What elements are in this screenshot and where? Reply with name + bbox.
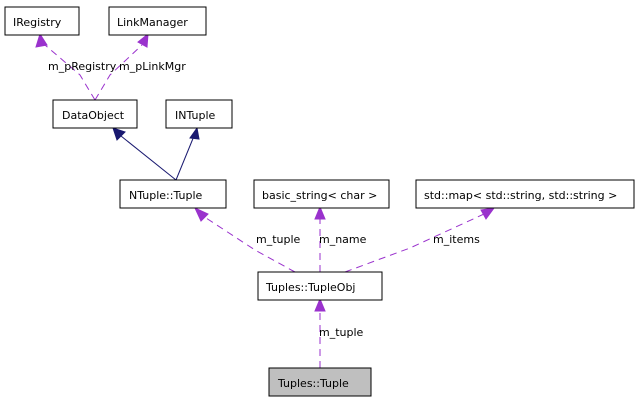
edge-basicstring-tupleobj (314, 205, 326, 272)
edge-ntuple-tupleobj (193, 206, 296, 273)
node-ntuple-tuple[interactable]: NTuple::Tuple (119, 179, 227, 209)
node-intuple-label: INTuple (175, 109, 216, 122)
node-ntuple-tuple-label: NTuple::Tuple (129, 189, 203, 202)
node-dataobject[interactable]: DataObject (52, 99, 138, 129)
edge-label-m-tuple-ntuple: m_tuple (256, 233, 301, 246)
node-intuple[interactable]: INTuple (165, 99, 233, 129)
node-tuples-tupleobj-label: Tuples::TupleObj (265, 281, 356, 294)
node-std-map-label: std::map< std::string, std::string > (424, 189, 617, 202)
node-std-map[interactable]: std::map< std::string, std::string > (415, 179, 635, 209)
node-iregistry[interactable]: IRegistry (4, 6, 80, 36)
node-linkmanager[interactable]: LinkManager (108, 6, 207, 36)
node-tuples-tuple[interactable]: Tuples::Tuple (268, 367, 372, 397)
edge-ntuple-dataobject (112, 127, 177, 181)
edge-label-m-tuple-tupleobj: m_tuple (319, 326, 364, 339)
edge-linkmanager-dataobject (94, 32, 149, 101)
node-tuples-tupleobj[interactable]: Tuples::TupleObj (257, 271, 383, 301)
edge-label-m-plinkmgr: m_pLinkMgr (119, 60, 186, 73)
node-linkmanager-label: LinkManager (117, 16, 188, 29)
edge-tupleobj-tuple (314, 297, 326, 368)
edge-label-m-name: m_name (319, 233, 367, 246)
edge-iregistry-dataobject (35, 32, 96, 101)
node-tuples-tuple-label: Tuples::Tuple (277, 377, 349, 390)
edge-stdmap-tupleobj (344, 207, 496, 273)
node-iregistry-label: IRegistry (13, 16, 62, 29)
node-basic-string-label: basic_string< char > (262, 189, 377, 202)
edge-label-m-pregistry: m_pRegistry (48, 60, 117, 73)
edge-ntuple-intuple (175, 126, 200, 181)
node-basic-string[interactable]: basic_string< char > (253, 179, 390, 209)
node-dataobject-label: DataObject (62, 109, 125, 122)
edge-label-m-items: m_items (433, 233, 480, 246)
